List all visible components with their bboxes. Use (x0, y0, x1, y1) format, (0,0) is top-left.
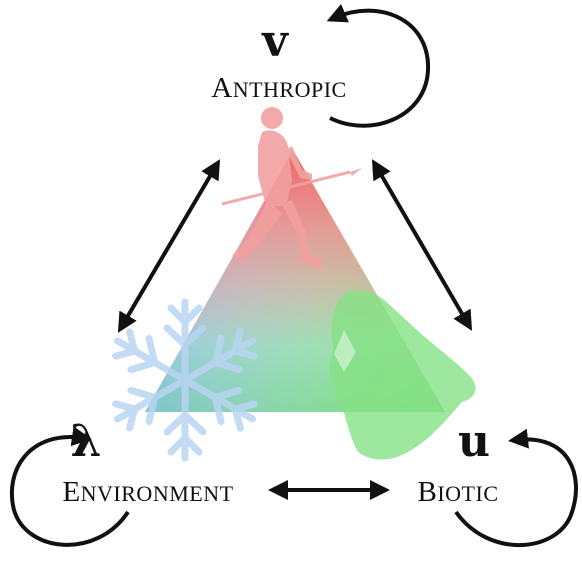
anthropic-label-rest: NTHROPIC (232, 77, 347, 102)
human-walking-with-spear-icon (221, 107, 362, 268)
node-biotic: u BIOTIC (360, 420, 550, 509)
anthropic-symbol: v (262, 16, 288, 67)
biotic-label-rest: IOTIC (437, 481, 499, 506)
environment-label-initial: E (62, 476, 81, 508)
node-environment: λ ENVIRONMENT (35, 420, 265, 509)
cave-bear-head-icon (329, 290, 476, 460)
anthropic-label-initial: A (211, 72, 233, 104)
environment-symbol: λ (70, 416, 102, 467)
anthropic-label: ANTHROPIC (148, 72, 410, 105)
arrow-anthropic-biotic (371, 159, 473, 331)
biotic-label-initial: B (417, 476, 438, 508)
biotic-symbol: u (458, 416, 490, 467)
arrow-anthropic-environment (117, 159, 221, 333)
environment-label-rest: NVIRONMENT (80, 481, 234, 506)
self-loop-biotic (454, 428, 578, 547)
biotic-label: BIOTIC (366, 476, 550, 509)
self-loop-environment (9, 426, 130, 547)
environment-label: ENVIRONMENT (31, 476, 265, 509)
node-anthropic: v ANTHROPIC (180, 20, 410, 105)
self-loop-anthropic (326, 4, 431, 128)
